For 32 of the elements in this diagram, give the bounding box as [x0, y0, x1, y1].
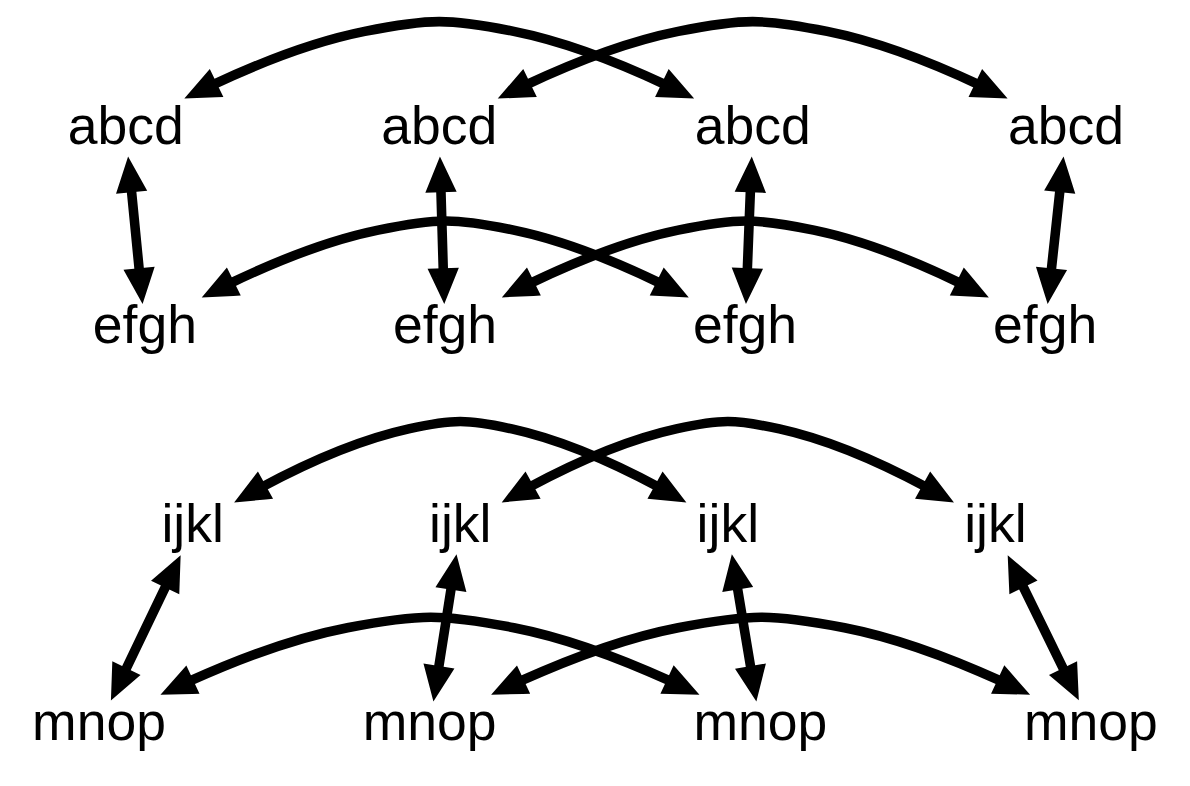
arrow [731, 156, 766, 304]
node-text: mnop [32, 692, 166, 752]
arrow [497, 16, 1008, 99]
arrow [184, 16, 695, 99]
arrow [116, 156, 155, 304]
arrow [160, 612, 700, 695]
node-text: ijkl [429, 493, 492, 553]
node-text: ijkl [964, 493, 1027, 553]
node-text: abcd [67, 95, 184, 155]
node-text: efgh [392, 294, 498, 354]
arrow [1035, 156, 1076, 304]
arrow [722, 554, 766, 702]
arrow [425, 156, 459, 304]
node-text: efgh [993, 294, 1098, 354]
arrow [501, 416, 954, 503]
arrow [234, 416, 687, 503]
node-text: efgh [92, 294, 197, 354]
node-text: abcd [381, 95, 498, 155]
arrow [423, 554, 467, 702]
node-text: mnop [693, 692, 828, 752]
node-text: abcd [694, 95, 811, 155]
arrow [1007, 555, 1079, 701]
node-text: mnop [362, 692, 497, 752]
arrow [201, 216, 689, 298]
arrow [491, 612, 1031, 695]
node-text: mnop [1024, 692, 1158, 752]
node-text: abcd [1008, 95, 1125, 155]
arrow [110, 555, 181, 701]
node-text: ijkl [696, 493, 760, 553]
node-text: ijkl [161, 493, 224, 553]
node-text: efgh [692, 294, 798, 354]
arrow [501, 216, 989, 298]
